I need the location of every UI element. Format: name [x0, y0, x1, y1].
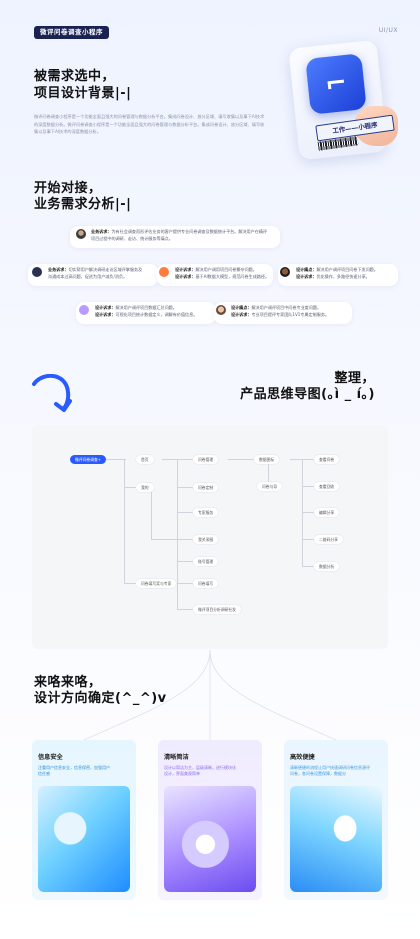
right-bubble-line2: 设计诉求：优化操作，多路径快速分享。	[296, 274, 370, 279]
mindmap-node-survey-manage: 问卷管理	[193, 455, 219, 464]
mindmap-node-survey-custom: 问卷定制	[193, 483, 219, 492]
feature-card-efficiency: 高效便捷 清晰便捷的流程让用户快速调研问卷信息源评 问卷，各问卷设置保障，数据分	[284, 740, 388, 900]
feature-desc-line2: 信任感	[38, 771, 50, 776]
bl-bubble-line1: 设计诉求：解决用户调评项目数据汇总问题。	[95, 305, 177, 310]
feature-title: 信息安全	[38, 754, 63, 761]
mindmap-node-edit-share: 编辑分享	[314, 508, 340, 517]
avatar	[79, 305, 89, 315]
section3-title-line1: 整理，	[334, 371, 375, 386]
mindmap-node-survey-fill: 问卷填写	[193, 579, 219, 588]
mid-bubble-line1: 设计诉求：解决用户调用项目问卷繁杂问题。	[175, 267, 257, 272]
mindmap-node-expert-service: 专家服务	[193, 508, 219, 517]
project-tag: 微评问卷调查小程序	[34, 26, 109, 39]
avatar	[76, 229, 86, 239]
mindmap-node-view-recycle: 查看回收	[314, 482, 340, 491]
feature-image	[290, 786, 382, 892]
feature-card-security: 信息安全 注重用户信息安全，信息保密，加强用户 信任感	[32, 740, 136, 900]
avatar	[216, 305, 226, 315]
feature-image	[164, 786, 256, 892]
mid-bubble-line2: 设计诉求：基于AI数据大模型，规范问卷生成路径。	[175, 274, 270, 279]
feature-desc-line1: 清晰便捷的流程让用户快速调研问卷信息源评	[290, 765, 370, 770]
feature-card-clarity: 清晰简洁 设计以简洁为主，层级清晰，进行模块化 设计，界面美观简单	[158, 740, 262, 900]
section2-title-line1: 开始对接，	[34, 181, 102, 196]
curved-arrow-icon	[32, 374, 72, 412]
avatar	[280, 267, 290, 277]
bottom-right-requirement-bubble: 设计痛点：解决用户调评项目中问卷专业度问题。 设计诉求：专业项目提评专家团队1V…	[214, 302, 352, 324]
decorative-connector-lines	[83, 650, 337, 741]
avatar	[32, 267, 42, 277]
section1-para-line3: 集以及事下AI技术的深度数据分析。	[34, 129, 101, 134]
left-requirement-bubble: 业务诉求：切实帮用户解决调研走访区域评掌服务及 沟通成本过高问题，促进为用户减负…	[28, 264, 158, 286]
feature-desc-line2: 设计，界面美观简单	[164, 771, 200, 776]
mindmap-node-survey-export: 问卷与导	[257, 482, 283, 491]
app-logo-icon: ⌐	[323, 67, 349, 101]
mindmap-node-qr-share: 二维码分享	[314, 535, 343, 544]
mindmap-node-account: 账号管理	[193, 557, 219, 566]
bl-bubble-line2: 设计诉求：可视化项目统计数据定义，调解有价值信息。	[95, 312, 198, 317]
mindmap-node-data-analysis: 数据分析	[314, 562, 340, 571]
right-requirement-bubble: 设计痛点：解决用户调评项目问卷下发问题。 设计诉求：优化操作，多路径快速分享。	[278, 264, 398, 286]
section1-para-line1: 微评问卷调查小程序是一个功能全面且强大的问卷管理与数据分析平台。集成问卷设计、放…	[34, 114, 265, 119]
top-bubble-line1: 业务诉求：为有社会调查而形评估业务的客户提供专业问卷调查及数据统计平台。解决用户…	[91, 229, 268, 234]
feature-desc-line1: 注重用户信息安全，信息保密，加强用户	[38, 765, 110, 770]
mindmap-node-fill-expert: 问卷填写奖与专家	[136, 579, 177, 588]
feature-title: 清晰简洁	[164, 754, 189, 761]
app-card-illustration: ⌐ 工作——小程序	[288, 26, 398, 166]
left-bubble-line1: 业务诉求：切实帮用户解决调研走访区域评掌服务及	[48, 267, 143, 272]
feature-image	[38, 786, 130, 892]
section4-title-line1: 来咯来咯，	[34, 675, 102, 690]
section2-title-line2: 业务需求分析|-|	[34, 197, 132, 212]
feature-desc-line2: 问卷，各问卷设置保障，数据分	[290, 771, 346, 776]
br-bubble-line1: 设计痛点：解决用户调评项目中问卷专业度问题。	[231, 305, 322, 310]
left-bubble-line2: 沟通成本过高问题，促进为用户减负/消负。	[48, 274, 128, 279]
section1-title-line1: 被需求选中，	[34, 69, 116, 84]
section1-para-line2: 的深度数据分析。微评问卷调查小程序是一个功能全面且强大的问卷管理与数据分析平台。…	[34, 121, 265, 127]
right-bubble-line1: 设计痛点：解决用户调评项目问卷下发问题。	[296, 267, 378, 272]
section3-title-line2: 产品思维导图(｡ì _ í｡)	[240, 387, 375, 402]
top-requirement-bubble: 业务诉求：为有社会调查而形评估业务的客户提供专业问卷调查及数据统计平台。解决用户…	[70, 226, 280, 248]
mindmap-node-analysis: 微评项目分析调研社发	[193, 605, 241, 614]
mind-map: 微评问卷调查+ 首页 我的 问卷填写奖与专家 问卷管理 问卷定制 专家服务 我关…	[32, 425, 388, 649]
feature-desc-line1: 设计以简洁为主，层级清晰，进行模块化	[164, 765, 236, 770]
discipline-label: UI/UX	[378, 27, 398, 34]
mindmap-node-about: 我关采服	[193, 535, 219, 544]
mindmap-root: 微评问卷调查+	[70, 455, 106, 464]
section4-title-line2: 设计方向确定(^_^)v	[34, 691, 167, 706]
top-bubble-line2: 项目过程中的调研、走访、统计服务等痛点。	[91, 236, 173, 241]
mindmap-node-data-icon: 数据图标	[254, 455, 280, 464]
avatar	[159, 267, 169, 277]
feature-title: 高效便捷	[290, 754, 315, 761]
middle-requirement-bubble: 设计诉求：解决用户调用项目问卷繁杂问题。 设计诉求：基于AI数据大模型，规范问卷…	[157, 264, 273, 286]
mindmap-node-home: 首页	[136, 455, 154, 464]
mindmap-node-view-survey: 查看问卷	[314, 455, 340, 464]
section1-title-line2: 项目设计背景|-|	[34, 86, 132, 101]
bottom-left-requirement-bubble: 设计诉求：解决用户调评项目数据汇总问题。 设计诉求：可视化项目统计数据定义，调解…	[76, 302, 216, 324]
mindmap-node-mine: 我的	[136, 483, 154, 492]
br-bubble-line2: 设计诉求：专业项目提评专家团队1V1专属定制服务。	[231, 312, 330, 317]
